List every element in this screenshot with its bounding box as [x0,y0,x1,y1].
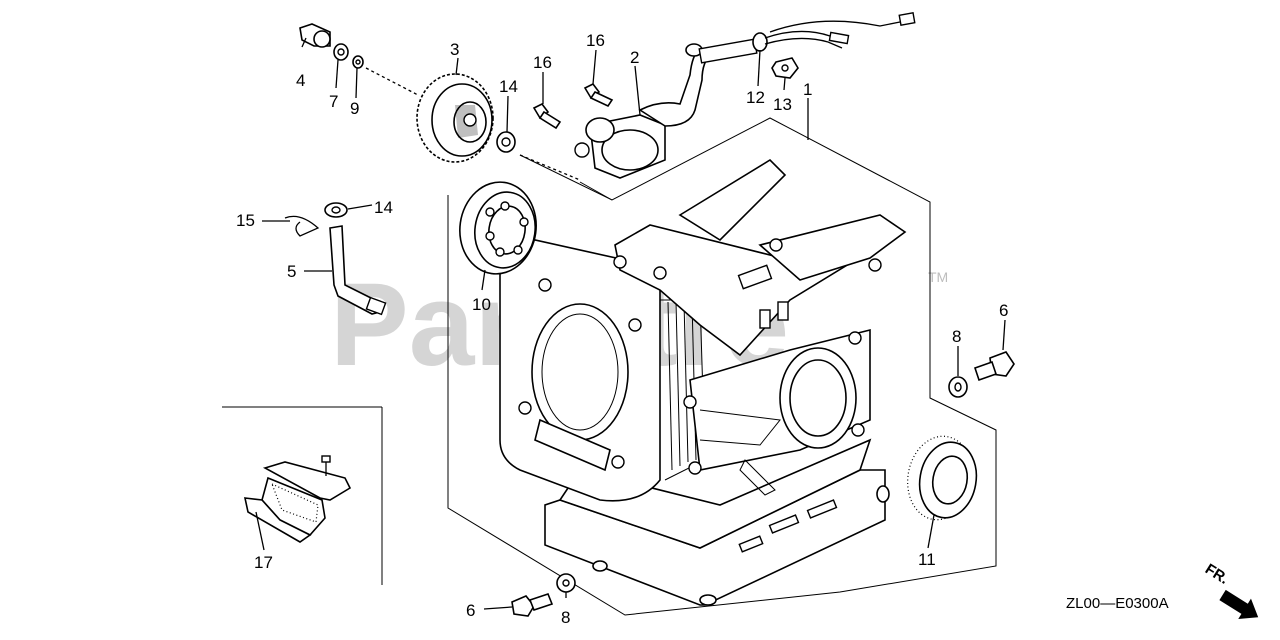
inset-frame [222,406,383,585]
bearing-part-10[interactable] [454,177,542,279]
bolt-part-6-right[interactable] [973,351,1015,382]
callout-16-right: 16 [586,31,605,50]
bolt-part-16-right[interactable] [583,82,614,108]
governor-shaft-part-5[interactable] [329,225,387,316]
callout-1: 1 [803,80,812,99]
callout-4: 4 [296,71,305,90]
front-direction-label: FR. [1202,561,1232,588]
callout-8-bottom: 8 [561,608,570,627]
callout-6-bottom: 6 [466,601,475,620]
oil-level-switch-part-2[interactable] [574,32,768,179]
callout-7: 7 [329,92,338,111]
bolt-part-16-left[interactable] [532,102,562,130]
callout-13: 13 [773,95,792,114]
bolt-part-6-bottom[interactable] [511,593,554,617]
trademark-mark: TM [928,269,948,285]
washer-part-8-right[interactable] [948,376,968,398]
callout-2: 2 [630,48,639,67]
callout-5: 5 [287,262,296,281]
washer-part-14-lower[interactable] [324,202,348,218]
crankcase-part-1[interactable] [499,158,907,606]
pin-part-4[interactable] [299,23,331,48]
nut-part-13[interactable] [771,57,799,79]
wire-lead [764,12,916,49]
washer-part-14-upper[interactable] [496,131,516,153]
callout-10: 10 [472,295,491,314]
callout-labels: 1 2 3 4 5 6 6 7 8 8 9 10 11 12 13 14 14 … [236,31,1008,627]
engine-mount-part-17[interactable] [243,455,352,543]
clip-part-15[interactable] [284,215,320,237]
callout-6-right: 6 [999,301,1008,320]
governor-gear-part-3[interactable] [416,73,494,163]
front-direction-indicator: FR. [1202,561,1259,619]
callout-12: 12 [746,88,765,107]
washer-part-8-bottom[interactable] [556,573,576,593]
front-arrow-icon [1219,589,1259,619]
callout-15: 15 [236,211,255,230]
diagram-code: ZL00—E0300A [1066,595,1169,612]
leader-lines [255,37,1006,610]
callout-3: 3 [450,40,459,59]
callout-14-lower: 14 [374,198,393,217]
callout-9: 9 [350,99,359,118]
washer-part-7[interactable] [333,43,349,61]
clip-part-9[interactable] [352,55,364,69]
oil-seal-part-11[interactable] [901,431,982,525]
callout-17: 17 [254,553,273,572]
callout-14-upper: 14 [499,77,518,96]
callout-11: 11 [918,550,936,569]
callout-16-left: 16 [533,53,552,72]
callout-8-right: 8 [952,327,961,346]
